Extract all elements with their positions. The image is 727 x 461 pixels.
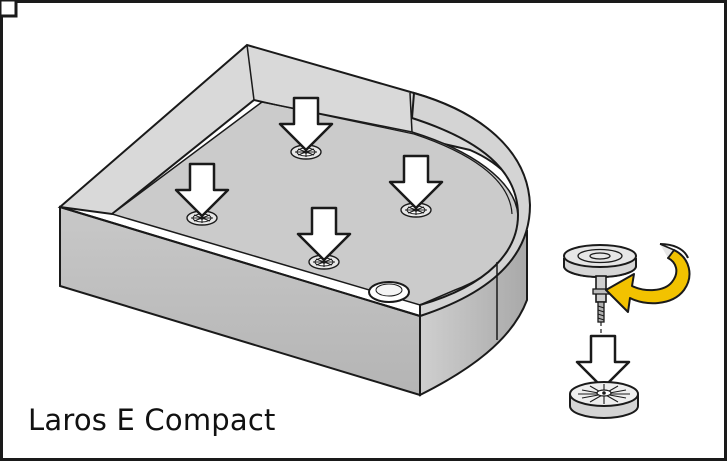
product-name-caption: Laros E Compact — [28, 403, 276, 437]
rotate-arrow-icon — [605, 243, 691, 313]
shower-tray — [57, 43, 532, 397]
down-arrow-icon — [575, 334, 631, 390]
adjustable-foot-icon — [563, 244, 637, 368]
foot-base-icon — [569, 381, 639, 419]
corner-tab — [0, 0, 18, 18]
